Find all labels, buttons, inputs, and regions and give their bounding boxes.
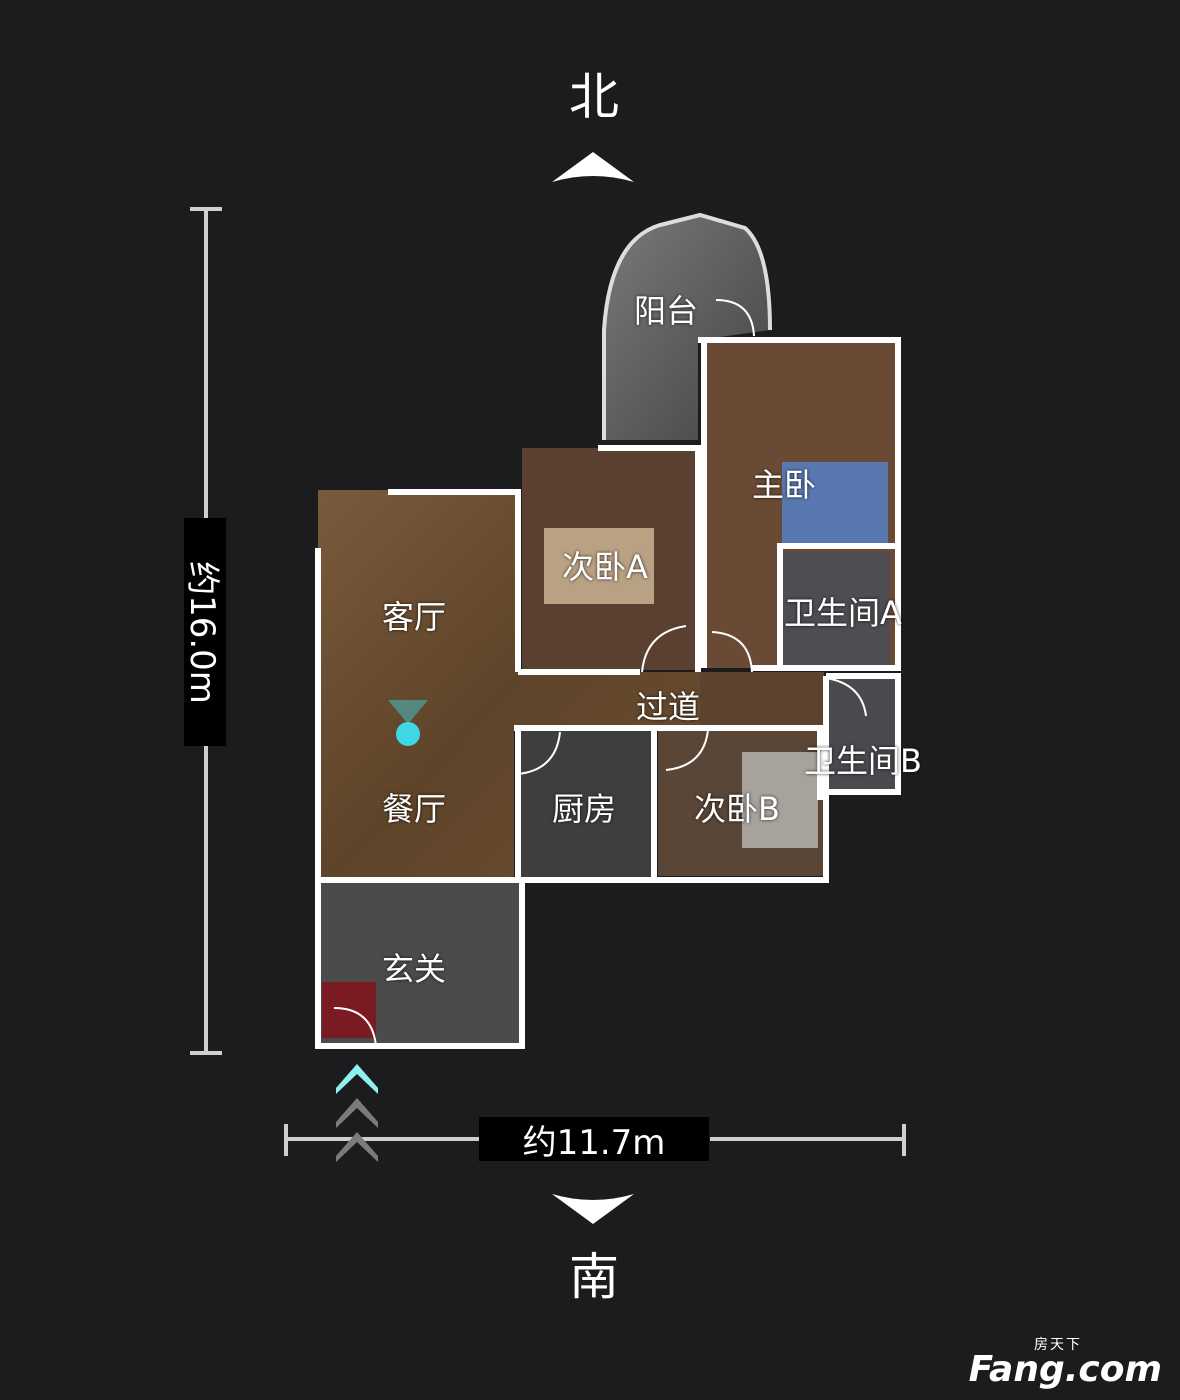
room-label-second-bedroom-a: 次卧A bbox=[562, 548, 648, 586]
corridor-floor bbox=[700, 672, 824, 728]
south-label: 南 bbox=[569, 1248, 619, 1306]
width-dimension: 约11.7m bbox=[479, 1117, 709, 1163]
door-second-bedroom-b bbox=[665, 729, 709, 771]
door-bathroom-b bbox=[825, 677, 867, 717]
fang-logo-main: Fang.com bbox=[968, 1349, 1162, 1390]
entry-chevrons-icon bbox=[336, 1064, 378, 1162]
room-label-balcony: 阳台 bbox=[634, 292, 699, 330]
room-label-entrance: 玄关 bbox=[382, 950, 447, 988]
second-bedroom-a-bed bbox=[544, 528, 654, 604]
living-room-floor bbox=[318, 490, 700, 880]
south-arrow-icon bbox=[552, 1194, 634, 1224]
master-bed bbox=[782, 462, 888, 546]
kitchen-floor bbox=[520, 730, 652, 878]
door-second-bedroom-a bbox=[641, 625, 687, 673]
room-label-second-bedroom-b: 次卧B bbox=[694, 790, 780, 828]
door-balcony bbox=[715, 299, 755, 337]
position-marker-icon bbox=[388, 700, 428, 746]
north-arrow-icon bbox=[552, 152, 634, 182]
bathroom-b-floor bbox=[826, 678, 896, 790]
north-label: 北 bbox=[569, 68, 619, 126]
room-label-corridor: 过道 bbox=[636, 688, 701, 726]
bathroom-a-floor bbox=[782, 552, 890, 666]
door-master-bedroom bbox=[711, 631, 753, 673]
door-kitchen bbox=[517, 731, 561, 775]
room-label-bathroom-b: 卫生间B bbox=[804, 742, 922, 780]
width-ruler bbox=[284, 1124, 906, 1156]
height-dimension: 约16.0m bbox=[182, 518, 226, 746]
room-label-bathroom-a: 卫生间A bbox=[784, 594, 902, 632]
room-label-kitchen: 厨房 bbox=[552, 790, 617, 828]
fang-logo: 房天下 Fang.com bbox=[969, 1338, 1162, 1388]
balcony-floor bbox=[604, 215, 770, 440]
height-ruler bbox=[190, 207, 222, 1055]
room-label-master-bedroom: 主卧 bbox=[752, 466, 817, 504]
door-entrance bbox=[333, 1007, 377, 1047]
fang-logo-sub: 房天下 bbox=[1034, 1337, 1082, 1353]
room-label-dining-room: 餐厅 bbox=[382, 790, 447, 828]
room-label-living-room: 客厅 bbox=[382, 598, 447, 636]
second-bedroom-b-bed bbox=[742, 752, 818, 848]
